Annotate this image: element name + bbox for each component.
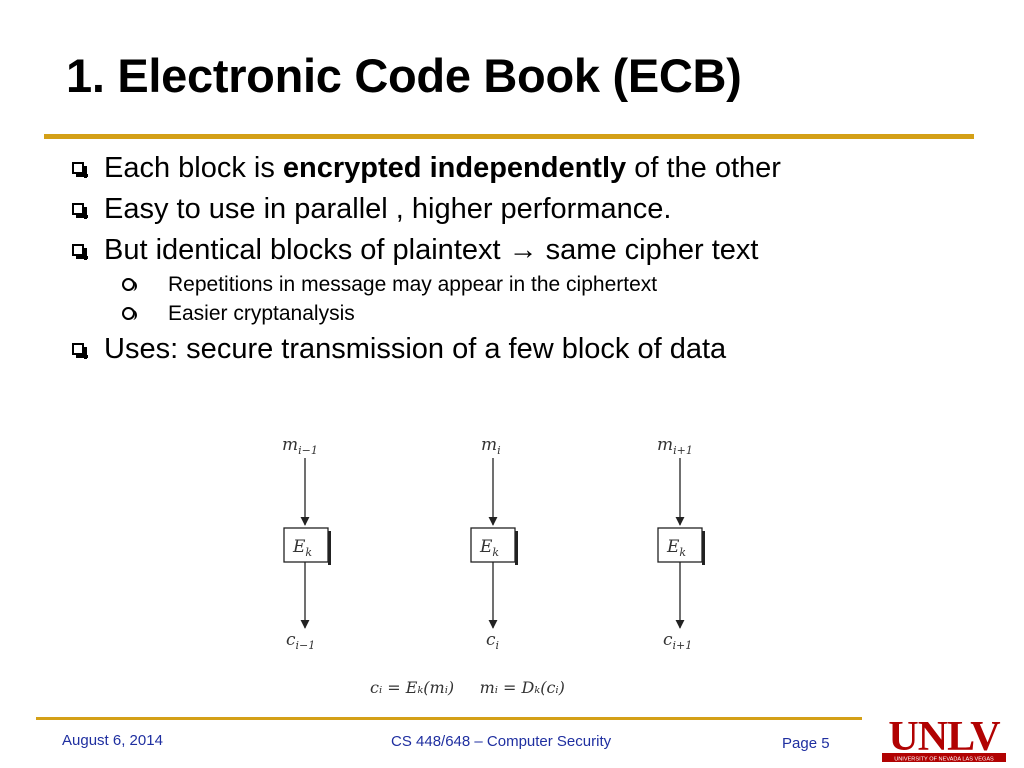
logo-wordmark: UNLV — [888, 714, 1000, 760]
bullet-item: Uses: secure transmission of a few block… — [70, 331, 970, 367]
footer-course: CS 448/648 – Computer Security — [391, 733, 612, 750]
bullet-text: Uses: secure transmission of a few block… — [104, 333, 727, 365]
bullet-item: Each block is encrypted independently of… — [70, 150, 970, 186]
encryption-function-label: Ek — [479, 537, 499, 559]
plaintext-block-label: mi+1 — [657, 435, 693, 457]
sub-bullet-item: Easier cryptanalysis — [70, 300, 970, 328]
footer-page-number: Page 5 — [782, 735, 830, 752]
sub-bullet-text: Easier cryptanalysis — [168, 302, 355, 325]
title-divider — [44, 134, 974, 139]
bullet-list: Each block is encrypted independently of… — [70, 150, 970, 372]
slide-title: 1. Electronic Code Book (ECB) — [66, 49, 742, 102]
logo-tagline: UNIVERSITY OF NEVADA LAS VEGAS — [894, 757, 994, 763]
ciphertext-block-label: ci+1 — [663, 630, 692, 652]
ciphertext-block-label: ci−1 — [286, 630, 315, 652]
ring-bullet-icon — [122, 278, 137, 291]
bullet-item: But identical blocks of plaintext → same… — [70, 232, 970, 268]
square-bullet-icon — [72, 244, 88, 260]
sub-bullet-item: Repetitions in message may appear in the… — [70, 271, 970, 299]
footer-divider — [36, 717, 862, 720]
bullet-text: Each block is — [104, 152, 283, 184]
bullet-text: same cipher text — [537, 234, 759, 266]
bullet-text: Easy to use in parallel , higher perform… — [104, 193, 672, 225]
square-bullet-icon — [72, 162, 88, 178]
ecb-diagram: mi−1 Ek ci−1 mi Ek ci mi+1 Ek ci+1 cᵢ = … — [282, 435, 705, 697]
encryption-function-label: Ek — [666, 537, 686, 559]
ecb-formula: cᵢ = Eₖ(mᵢ) mᵢ = Dₖ(cᵢ) — [370, 678, 565, 697]
bullet-item: Easy to use in parallel , higher perform… — [70, 191, 970, 227]
encryption-box-shadow — [702, 531, 705, 565]
square-bullet-icon — [72, 343, 88, 359]
unlv-logo: UNLV UNIVERSITY OF NEVADA LAS VEGAS — [882, 714, 1006, 763]
encryption-box-shadow — [328, 531, 331, 565]
plaintext-block-label: mi−1 — [282, 435, 318, 457]
encryption-function-label: Ek — [292, 537, 312, 559]
plaintext-block-label: mi — [481, 435, 501, 457]
footer-date: August 6, 2014 — [62, 732, 163, 749]
bullet-text: But identical blocks of plaintext — [104, 234, 509, 266]
ring-bullet-icon — [122, 307, 137, 320]
square-bullet-icon — [72, 203, 88, 219]
sub-bullet-text: Repetitions in message may appear in the… — [168, 273, 658, 296]
bullet-emphasis: encrypted independently — [282, 152, 627, 184]
logo-band — [882, 753, 1006, 762]
bullet-text: of the other — [626, 152, 781, 184]
ciphertext-block-label: ci — [486, 630, 499, 652]
encryption-box-shadow — [515, 531, 518, 565]
right-arrow-icon: → — [508, 234, 538, 266]
